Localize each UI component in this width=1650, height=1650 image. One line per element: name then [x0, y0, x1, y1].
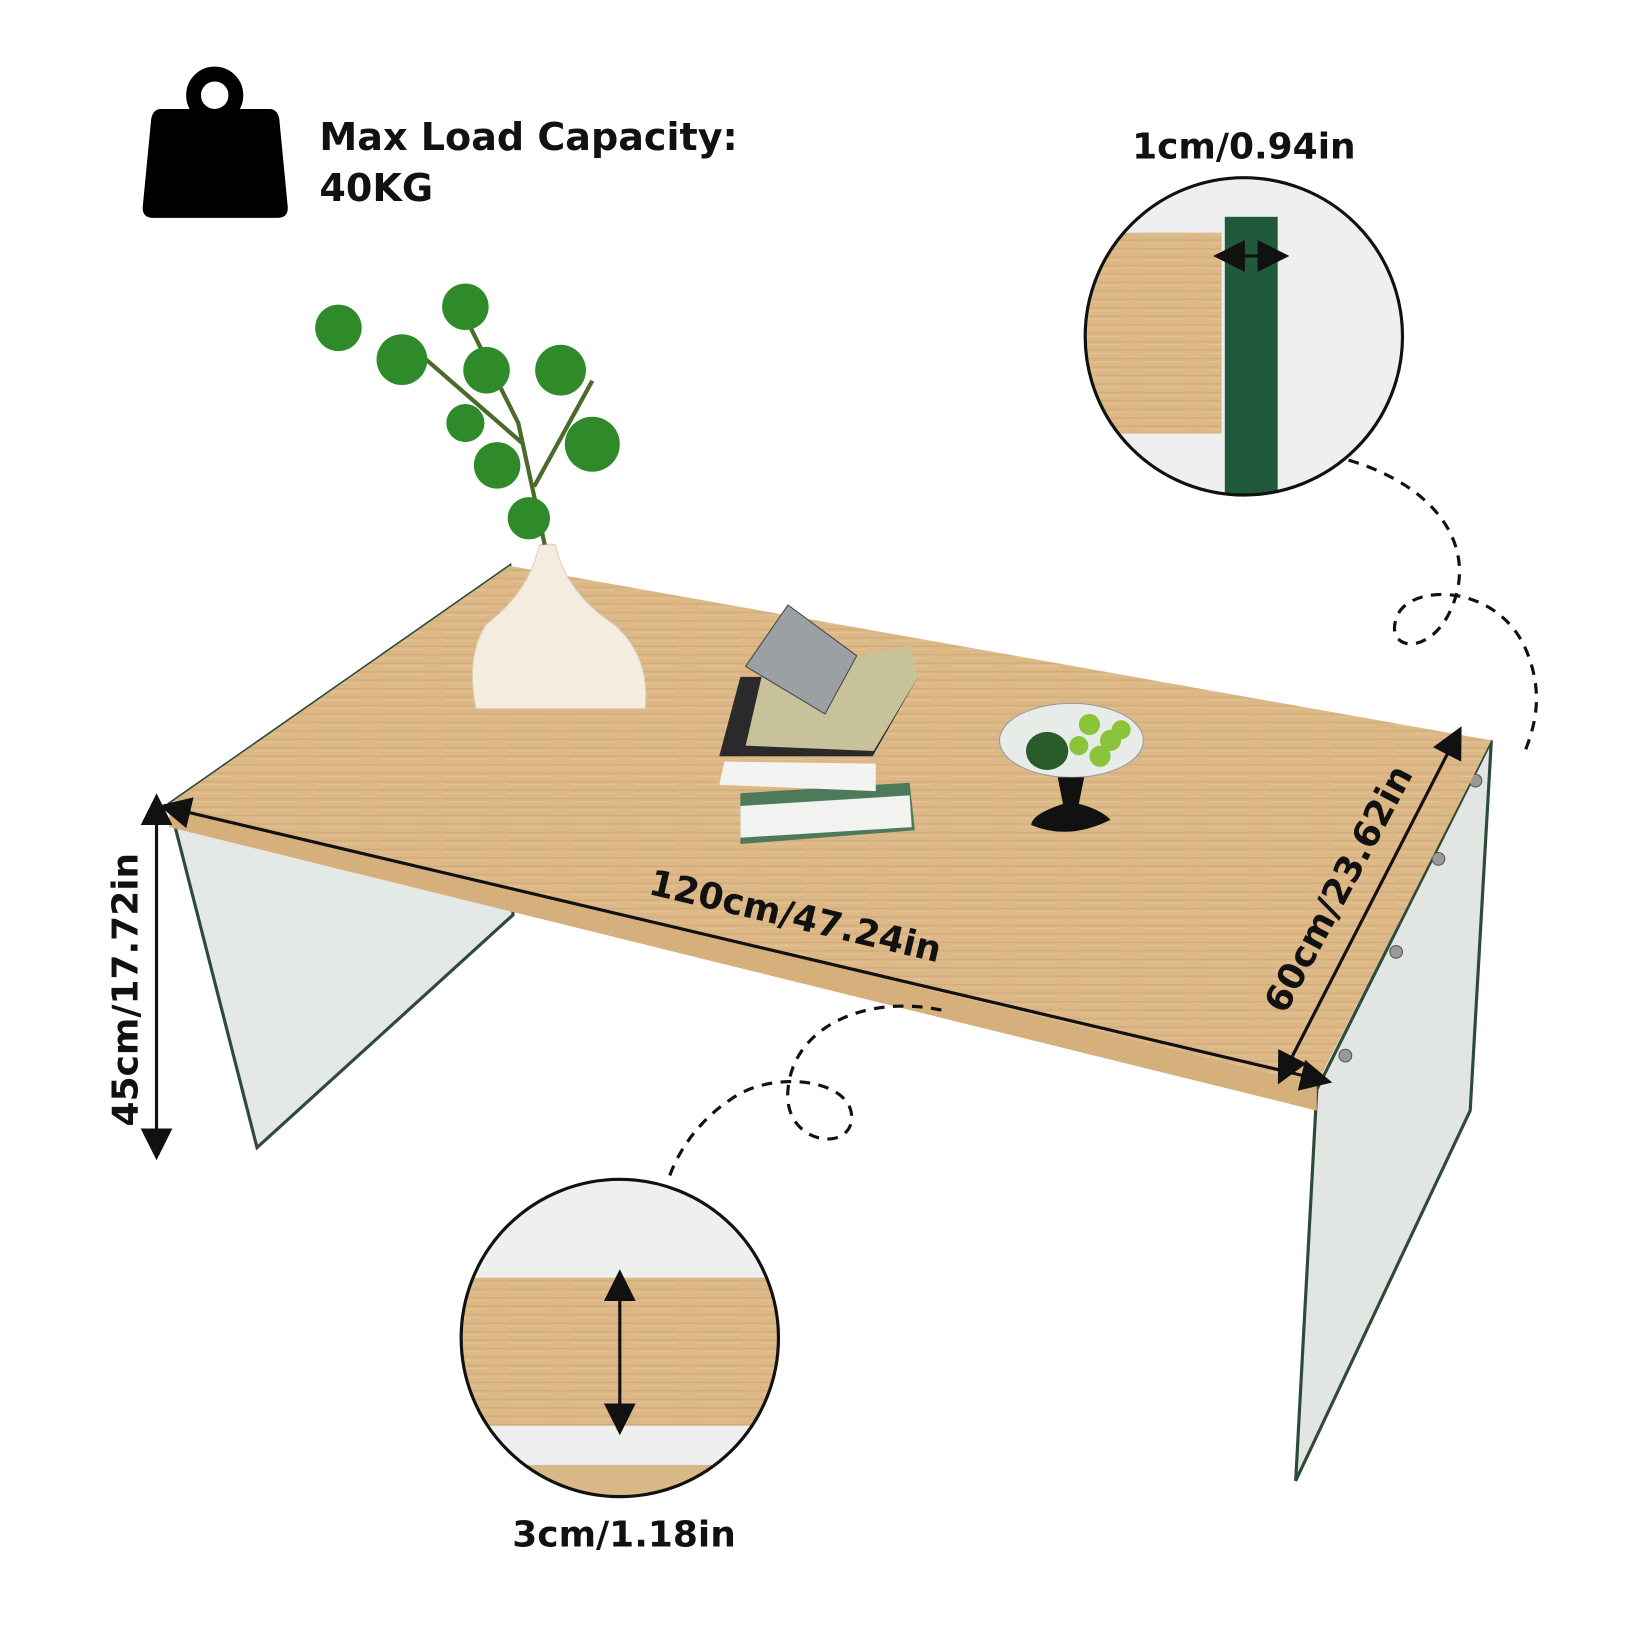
weight-icon — [142, 66, 288, 218]
height-label: 45cm/17.72in — [106, 853, 147, 1127]
width-dimension-line — [1277, 726, 1462, 1085]
crystal-ornament — [744, 604, 858, 715]
plant-in-vase — [315, 283, 647, 710]
length-dimension-line — [159, 797, 1333, 1091]
glass-thickness-label: 1cm/0.94in — [1132, 127, 1356, 168]
top-thickness-label: 3cm/1.18in — [512, 1514, 736, 1555]
load-value: 40KG — [319, 166, 433, 210]
dashed-connector-top — [1348, 458, 1539, 757]
glass-thickness-detail — [1083, 176, 1405, 497]
top-thickness-detail — [459, 1177, 781, 1499]
dashed-connector-bottom — [666, 1004, 942, 1180]
load-label: Max Load Capacity: — [319, 115, 737, 159]
